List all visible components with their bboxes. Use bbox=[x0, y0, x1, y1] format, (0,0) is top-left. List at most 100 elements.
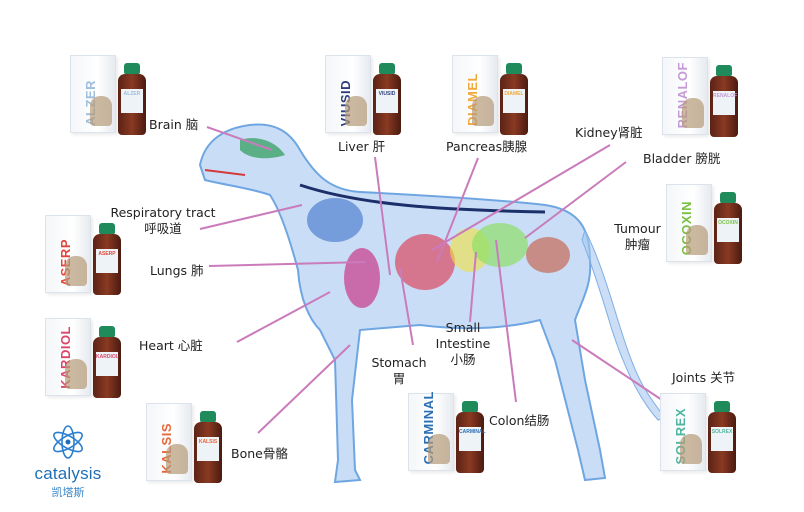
bottle-cap bbox=[462, 401, 478, 413]
small-intestine-line bbox=[469, 251, 477, 323]
bottle-label: VIUSID bbox=[376, 89, 398, 113]
label-bladder: Bladder 膀胱 bbox=[643, 151, 721, 166]
heart-line bbox=[236, 291, 331, 343]
pancreas-line bbox=[436, 157, 479, 263]
liver-line bbox=[374, 156, 391, 276]
product-aserp: ASERPASERP bbox=[45, 215, 125, 297]
bottle-cap bbox=[720, 192, 736, 204]
leader-lines bbox=[199, 126, 663, 434]
label-colon: Colon结肠 bbox=[489, 413, 550, 428]
product-box: OCOXIN bbox=[666, 184, 712, 262]
bottle-cap bbox=[99, 223, 115, 235]
bottle-label: ASERP bbox=[96, 249, 118, 273]
product-box: DIAMEL bbox=[452, 55, 498, 133]
product-alzer: ALZERALZER bbox=[70, 55, 150, 137]
label-stomach-en: Stomach bbox=[371, 355, 427, 370]
pet-image bbox=[166, 444, 188, 474]
label-lungs: Lungs 肺 bbox=[150, 263, 204, 278]
bottle-cap bbox=[99, 326, 115, 338]
bottle-label: KARDIOL bbox=[96, 352, 119, 376]
product-bottle: DIAMEL bbox=[500, 63, 528, 135]
bottle-cap bbox=[200, 411, 216, 423]
label-small-intestine-zh: 小肠 bbox=[450, 352, 476, 367]
label-joints: Joints 关节 bbox=[672, 370, 736, 385]
pet-image bbox=[345, 96, 367, 126]
pet-image bbox=[680, 434, 702, 464]
bottle-cap bbox=[124, 63, 140, 75]
product-kalsis: KALSISKALSIS bbox=[146, 403, 226, 485]
pet-image bbox=[65, 359, 87, 389]
bottle-label: ALZER bbox=[121, 89, 143, 113]
pet-image bbox=[472, 96, 494, 126]
bladder-line bbox=[524, 161, 627, 239]
product-bottle: SOLREX bbox=[708, 401, 736, 473]
label-respiratory: Respiratory tract 呼吸道 bbox=[108, 205, 218, 237]
label-pancreas: Pancreas胰腺 bbox=[446, 139, 528, 154]
label-bone: Bone骨骼 bbox=[231, 446, 288, 461]
product-bottle: KARDIOL bbox=[93, 326, 121, 398]
pet-image bbox=[65, 256, 87, 286]
pet-image bbox=[686, 225, 708, 255]
product-bottle: VIUSID bbox=[373, 63, 401, 135]
lungs-line bbox=[208, 261, 366, 267]
kidney-line bbox=[431, 144, 611, 251]
bottle-label: OCOXIN bbox=[717, 218, 739, 242]
label-stomach: Stomach 胃 bbox=[368, 355, 430, 387]
stomach-line bbox=[399, 267, 414, 346]
label-heart: Heart 心脏 bbox=[139, 338, 203, 353]
label-brain: Brain 脑 bbox=[149, 117, 199, 132]
product-bottle: KALSIS bbox=[194, 411, 222, 483]
brain-line bbox=[206, 126, 273, 151]
product-box: CARMINAL bbox=[408, 391, 454, 471]
bottle-label: SOLREX bbox=[711, 427, 733, 451]
logo-name: catalysis bbox=[34, 464, 102, 483]
label-tumour: Tumour 肿瘤 bbox=[610, 221, 665, 253]
label-respiratory-en: Respiratory tract bbox=[110, 205, 216, 220]
pet-image bbox=[682, 98, 704, 128]
bottle-label: CARMINAL bbox=[459, 427, 486, 451]
bottle-cap bbox=[379, 63, 395, 75]
bottle-cap bbox=[716, 65, 732, 77]
product-box: ALZER bbox=[70, 55, 116, 133]
product-box: KARDIOL bbox=[45, 318, 91, 396]
bottle-cap bbox=[506, 63, 522, 75]
product-box: ASERP bbox=[45, 215, 91, 293]
product-box: SOLREX bbox=[660, 393, 706, 471]
joints-line bbox=[571, 339, 663, 401]
bone-line bbox=[257, 344, 351, 434]
label-kidney: Kidney肾脏 bbox=[575, 125, 643, 140]
pet-image bbox=[90, 96, 112, 126]
bottle-label: DIAMEL bbox=[503, 89, 525, 113]
catalysis-logo: catalysis 凯塔斯 bbox=[28, 424, 108, 500]
label-tumour-en: Tumour bbox=[614, 221, 661, 236]
bottle-label: KALSIS bbox=[197, 437, 219, 461]
colon-line bbox=[495, 239, 517, 403]
label-respiratory-zh: 呼吸道 bbox=[144, 221, 182, 236]
product-box: RENALOF bbox=[662, 57, 708, 135]
label-tumour-zh: 肿瘤 bbox=[624, 237, 650, 252]
respiratory-line bbox=[199, 204, 303, 230]
product-bottle: CARMINAL bbox=[456, 401, 486, 473]
label-liver: Liver 肝 bbox=[338, 139, 386, 154]
logo-name-zh: 凯塔斯 bbox=[51, 486, 85, 499]
product-bottle: OCOXIN bbox=[714, 192, 742, 264]
pet-image bbox=[428, 434, 450, 464]
bottle-label: RENALOF bbox=[713, 91, 737, 115]
label-small-intestine-1: Small bbox=[445, 320, 481, 335]
label-stomach-zh: 胃 bbox=[392, 371, 406, 386]
label-small-intestine-2: Intestine bbox=[435, 336, 491, 351]
product-box: KALSIS bbox=[146, 403, 192, 481]
dog-silhouette bbox=[198, 123, 666, 484]
label-small-intestine: Small Intestine 小肠 bbox=[430, 320, 496, 368]
atom-icon bbox=[53, 425, 83, 459]
product-bottle: RENALOF bbox=[710, 65, 738, 137]
product-bottle: ASERP bbox=[93, 223, 121, 295]
product-box: VIUSID bbox=[325, 55, 371, 133]
product-bottle: ALZER bbox=[118, 63, 146, 135]
product-viusid: VIUSIDVIUSID bbox=[325, 55, 405, 137]
